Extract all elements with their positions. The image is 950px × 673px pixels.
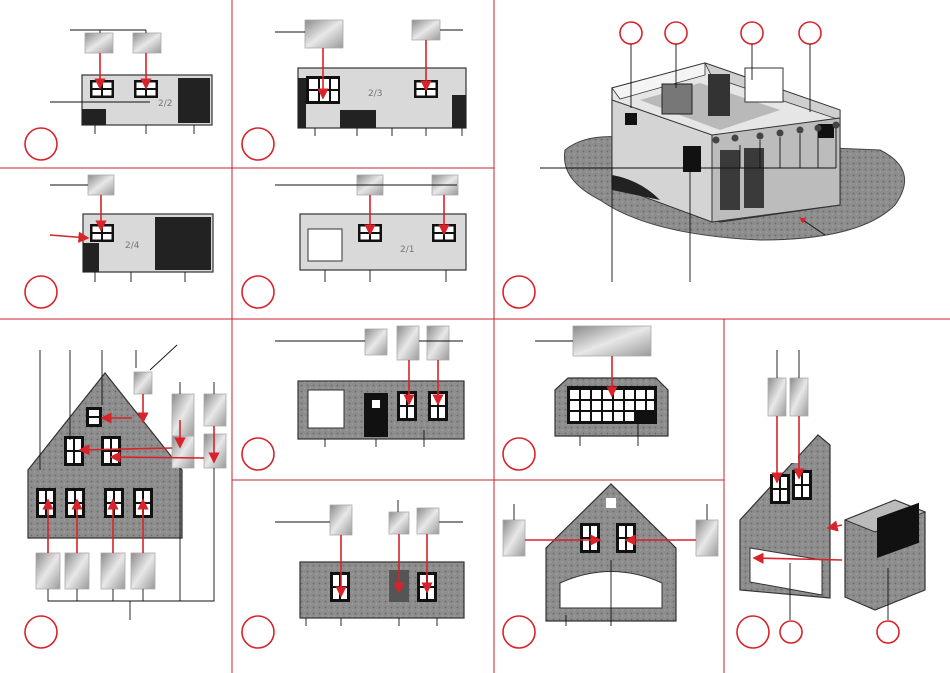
window-glass-part — [36, 553, 60, 589]
panel-10-gable-assembly — [503, 484, 718, 626]
window-glass-part — [768, 378, 786, 416]
wall-label: 2/1 — [400, 245, 414, 255]
window-glass-part — [88, 175, 114, 195]
window-glass-part — [573, 326, 651, 356]
window-glass-part — [412, 20, 440, 40]
window-glass-part — [101, 553, 125, 589]
panel-1-wall-assembly: 2/2 — [50, 30, 212, 134]
window-glass-part — [305, 20, 343, 48]
step-circle — [242, 438, 274, 470]
step-circle — [242, 616, 274, 648]
window-glass-part — [503, 520, 525, 556]
panel-3-wall-assembly: 2/4 — [50, 175, 213, 282]
step-circle — [25, 128, 57, 160]
window-glass-part — [204, 394, 226, 426]
part-callout-circle — [780, 621, 802, 643]
part-callout-circle — [877, 621, 899, 643]
wall-label: 2/2 — [158, 99, 172, 109]
window-glass-part — [204, 434, 226, 468]
step-circle — [503, 438, 535, 470]
panel-11-final-assembly — [740, 350, 925, 620]
panel-8-wall-assembly — [535, 326, 668, 446]
step-circle — [503, 616, 535, 648]
window-glass-part — [133, 33, 161, 53]
panel-4-wall-assembly: 2/1 — [275, 175, 466, 282]
panel-9-wall-assembly — [275, 500, 464, 626]
window-glass-part — [696, 520, 718, 556]
window-glass-part — [389, 512, 409, 534]
window-glass-part — [417, 508, 439, 534]
step-circle — [503, 276, 535, 308]
part-callout-circle — [799, 22, 821, 44]
window-glass-part — [134, 372, 152, 394]
part-callout-circle — [665, 22, 687, 44]
window-glass-part — [172, 394, 194, 436]
window-glass-part — [85, 33, 113, 53]
window-glass-part — [427, 326, 449, 360]
window-glass-part — [790, 378, 808, 416]
door — [364, 393, 388, 437]
part-callout-circle — [620, 22, 642, 44]
window-glass-part — [65, 553, 89, 589]
part-callout-circle — [741, 22, 763, 44]
window-glass-part — [330, 505, 352, 535]
wall-panel — [300, 562, 464, 618]
step-circle — [242, 128, 274, 160]
step-circle — [737, 616, 769, 648]
window-glass-part — [172, 436, 194, 468]
step-circle — [242, 276, 274, 308]
step-circle — [25, 276, 57, 308]
window-glass-part — [397, 326, 419, 360]
wall-label: 2/4 — [125, 241, 140, 251]
panel-5-assembled-building — [540, 44, 905, 282]
step-circle — [25, 616, 57, 648]
window-glass-part — [365, 329, 387, 355]
panel-2-wall-assembly: 2/3 — [275, 20, 466, 136]
wall-label: 2/3 — [368, 89, 382, 99]
panel-7-wall-assembly — [275, 326, 464, 447]
window-glass-part — [131, 553, 155, 589]
panel-6-gable-assembly — [28, 345, 226, 620]
